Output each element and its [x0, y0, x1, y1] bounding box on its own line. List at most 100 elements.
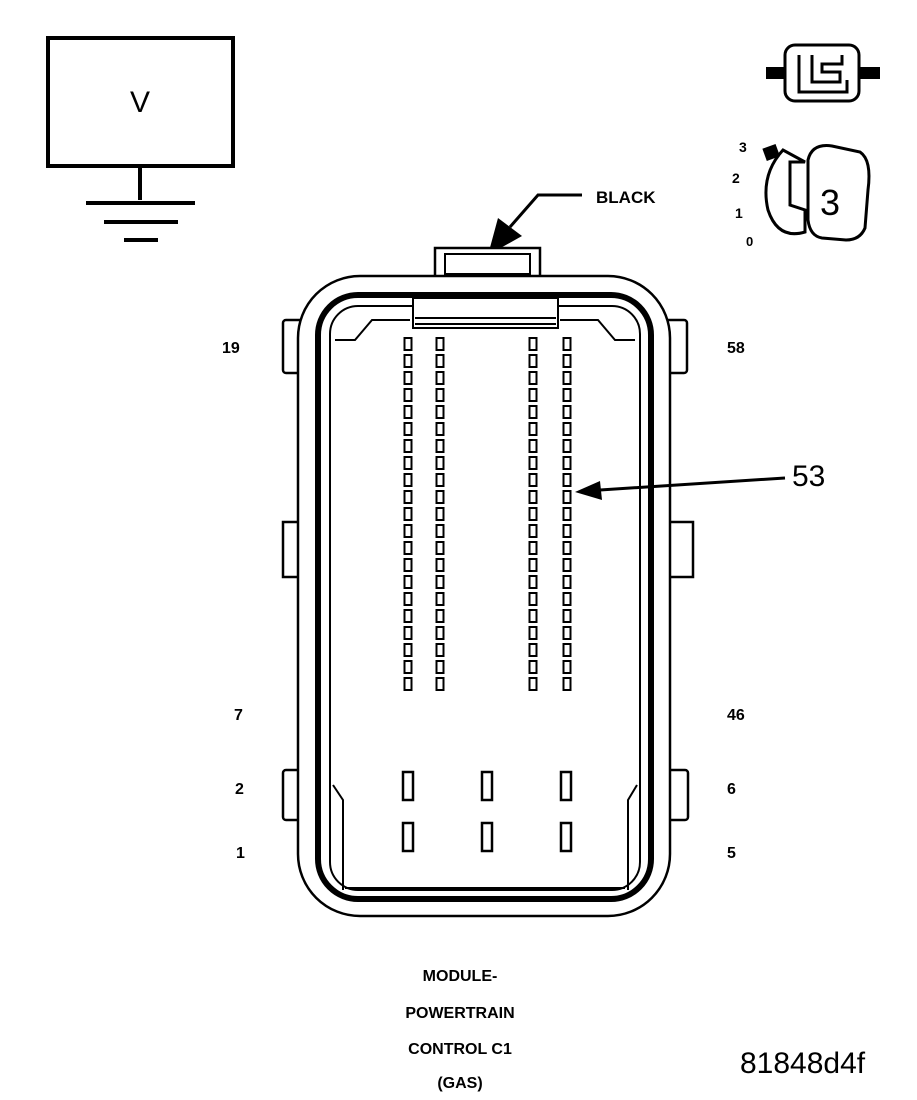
- pin-callout-arrow: [575, 476, 786, 500]
- connector-title-line-1: MODULE-: [422, 968, 498, 985]
- signal-pin-cavity: [403, 388, 413, 402]
- ignition-position-1: 1: [735, 205, 743, 221]
- power-pin-cavity: [559, 770, 573, 802]
- signal-pin-cavity: [435, 422, 445, 436]
- signal-pin-cavity: [403, 337, 413, 351]
- signal-pin-cavity: [528, 558, 538, 572]
- signal-pin-cavity: [435, 558, 445, 572]
- signal-pin-cavity: [562, 609, 572, 623]
- pin-label-row1-right: 5: [727, 845, 736, 862]
- pin-label-top-right: 58: [727, 340, 745, 357]
- signal-pin-cavity: [528, 456, 538, 470]
- signal-pin-cavity: [403, 490, 413, 504]
- signal-pin-cavity: [528, 337, 538, 351]
- signal-pin-cavity: [528, 490, 538, 504]
- signal-pin-cavity: [562, 371, 572, 385]
- pin-label-row2-left: 2: [235, 781, 244, 798]
- connector-title-line-4: (GAS): [437, 1075, 483, 1092]
- connector-body: [281, 246, 695, 918]
- ignition-key-position: 3: [820, 182, 840, 223]
- signal-pin-cavity: [435, 626, 445, 640]
- signal-pin-cavity: [403, 524, 413, 538]
- pin-label-top-left: 19: [222, 340, 240, 357]
- signal-pin-cavity: [562, 337, 572, 351]
- signal-pin-cavity: [435, 524, 445, 538]
- signal-pin-cavity: [403, 575, 413, 589]
- signal-pin-cavity: [435, 643, 445, 657]
- ignition-position-0: 0: [746, 234, 753, 249]
- signal-pin-cavity: [528, 524, 538, 538]
- signal-pin-cavity: [403, 422, 413, 436]
- signal-pin-cavity: [528, 439, 538, 453]
- signal-pin-cavity: [562, 575, 572, 589]
- ignition-switch-icon: 3 2 1 0 3: [732, 139, 871, 249]
- signal-pin-cavity: [435, 388, 445, 402]
- signal-pin-cavity: [403, 473, 413, 487]
- ignition-position-2: 2: [732, 170, 740, 186]
- signal-pin-cavity: [403, 558, 413, 572]
- signal-pin-cavity: [562, 473, 572, 487]
- signal-pin-cavity: [562, 558, 572, 572]
- signal-pin-cavity: [562, 456, 572, 470]
- signal-pin-cavity: [528, 677, 538, 691]
- signal-pin-cavity: [528, 660, 538, 674]
- signal-pin-cavity: [562, 490, 572, 504]
- signal-pin-cavity: [403, 371, 413, 385]
- signal-pin-cavity: [528, 609, 538, 623]
- signal-pin-cavity: [528, 422, 538, 436]
- figure-id: 81848d4f: [740, 1047, 866, 1080]
- signal-pin-cavity: [562, 422, 572, 436]
- signal-pin-cavity: [435, 490, 445, 504]
- signal-pin-cavity: [435, 456, 445, 470]
- signal-pin-cavity: [562, 541, 572, 555]
- pin-cavity-array: [401, 337, 573, 853]
- signal-pin-cavity: [403, 609, 413, 623]
- pin-label-row2-right: 6: [727, 781, 736, 798]
- signal-pin-cavity: [403, 456, 413, 470]
- voltmeter-icon: V: [46, 36, 235, 200]
- connector-title-line-3: CONTROL C1: [408, 1041, 512, 1058]
- signal-pin-cavity: [435, 354, 445, 368]
- voltmeter-symbol: V: [130, 86, 150, 119]
- ground-icon: [86, 201, 195, 242]
- pin-label-row1-left: 1: [236, 845, 245, 862]
- signal-pin-cavity: [528, 575, 538, 589]
- signal-pin-cavity: [403, 626, 413, 640]
- signal-pin-cavity: [435, 677, 445, 691]
- signal-pin-cavity: [528, 405, 538, 419]
- signal-pin-cavity: [403, 660, 413, 674]
- signal-pin-cavity: [435, 541, 445, 555]
- signal-pin-cavity: [435, 405, 445, 419]
- signal-pin-cavity: [403, 507, 413, 521]
- signal-pin-cavity: [528, 507, 538, 521]
- signal-pin-cavity: [562, 626, 572, 640]
- power-pin-cavity: [480, 821, 494, 853]
- power-pin-cavity: [480, 770, 494, 802]
- ignition-position-3: 3: [739, 139, 747, 155]
- signal-pin-cavity: [562, 592, 572, 606]
- signal-pin-cavity: [403, 643, 413, 657]
- signal-pin-cavity: [435, 371, 445, 385]
- signal-pin-cavity: [528, 354, 538, 368]
- connector-color-label: BLACK: [596, 188, 656, 207]
- signal-pin-cavity: [435, 337, 445, 351]
- signal-pin-cavity: [403, 592, 413, 606]
- signal-pin-cavity: [528, 541, 538, 555]
- pin-label-mid-right: 46: [727, 707, 745, 724]
- pin-callout-label: 53: [792, 460, 826, 493]
- signal-pin-cavity: [562, 354, 572, 368]
- signal-pin-cavity: [528, 388, 538, 402]
- signal-pin-cavity: [435, 592, 445, 606]
- signal-pin-cavity: [403, 439, 413, 453]
- signal-pin-cavity: [528, 643, 538, 657]
- signal-pin-cavity: [562, 643, 572, 657]
- signal-pin-cavity: [403, 405, 413, 419]
- signal-pin-cavity: [435, 609, 445, 623]
- signal-pin-cavity: [528, 592, 538, 606]
- signal-pin-cavity: [435, 439, 445, 453]
- power-pin-cavity: [559, 821, 573, 853]
- pin-label-mid-left: 7: [234, 707, 243, 724]
- signal-pin-cavity: [528, 473, 538, 487]
- signal-pin-cavity: [435, 507, 445, 521]
